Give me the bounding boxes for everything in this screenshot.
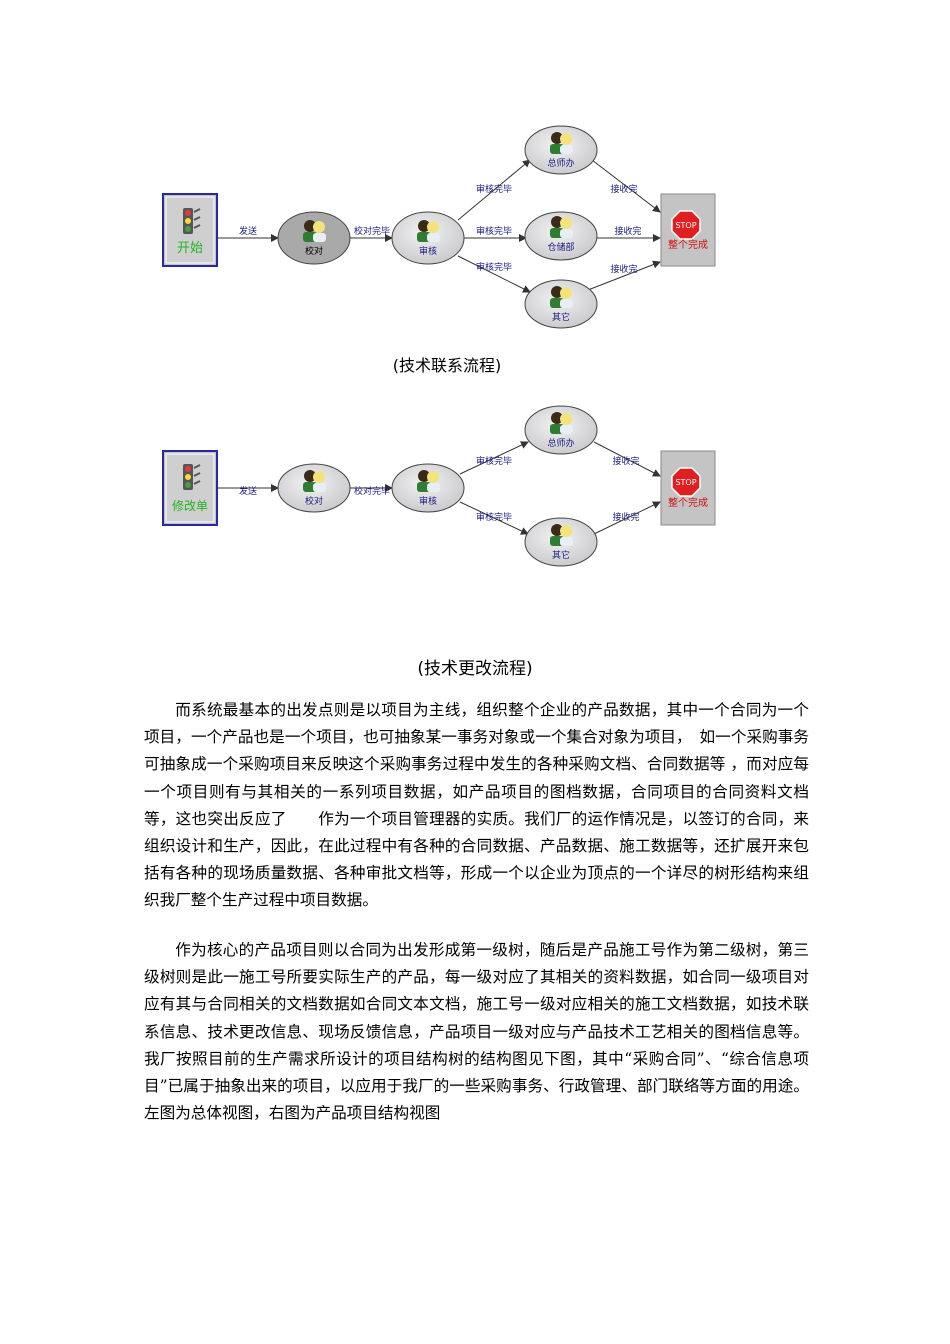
edge-label: 审核完毕 xyxy=(476,455,512,467)
edge-review-to-other xyxy=(457,255,531,293)
end-label: 整个完成 xyxy=(668,496,708,509)
node-chief-office: 总师办 xyxy=(524,125,598,175)
start-label: 开始 xyxy=(177,241,203,256)
caption-tech-change: (技术更改流程) xyxy=(417,659,533,679)
edge-review-to-other xyxy=(459,501,529,535)
node-label: 仓储部 xyxy=(547,241,574,253)
node-label: 总师办 xyxy=(547,437,574,449)
node-review: 审核 xyxy=(391,211,465,265)
edge-other-to-end xyxy=(587,260,661,291)
node-proofread: 校对 xyxy=(277,211,351,265)
edge-label: 发送 xyxy=(239,225,257,237)
node-label: 其它 xyxy=(552,549,570,561)
edge-label: 接收完 xyxy=(614,225,641,237)
start-node: 开始 xyxy=(162,193,218,267)
edge-label: 审核完毕 xyxy=(476,261,512,273)
tech-change-flow-diagram: 发送 校对完毕 审核完毕 审核完毕 接收完 接收完 修改单 校对 审 xyxy=(0,390,950,570)
node-label: 校对 xyxy=(305,245,323,257)
edge-other-to-end xyxy=(593,501,661,535)
edge-review-to-chief xyxy=(457,159,531,221)
caption-tech-contact: (技术联系流程) xyxy=(392,356,502,375)
node-label: 审核 xyxy=(419,495,437,507)
end-label: 整个完成 xyxy=(668,238,708,251)
edge-chief-to-end xyxy=(593,441,661,477)
start-node: 修改单 xyxy=(162,450,218,526)
body-paragraph-1: 而系统最基本的出发点则是以项目为主线，组织整个企业的产品数据，其中一个合同为一个… xyxy=(144,697,809,915)
stop-sign-icon xyxy=(671,467,701,497)
end-node: STOP 整个完成 xyxy=(660,193,716,267)
stop-sign-text: STOP xyxy=(675,478,696,487)
body-paragraph-2: 作为核心的产品项目则以合同为出发形成第一级树，随后是产品施工号作为第二级树，第三… xyxy=(144,937,809,1127)
start-label: 修改单 xyxy=(172,498,208,513)
stop-sign-text: STOP xyxy=(675,221,696,230)
node-other: 其它 xyxy=(524,279,598,329)
paragraph-text: 而系统最基本的出发点则是以项目为主线，组织整个企业的产品数据，其中一个合同为一个… xyxy=(144,701,809,910)
edge-chief-to-end xyxy=(591,159,661,213)
edge-label: 审核完毕 xyxy=(476,225,512,237)
node-storage: 仓储部 xyxy=(524,211,598,261)
end-node: STOP 整个完成 xyxy=(660,450,716,526)
node-review: 审核 xyxy=(391,463,465,513)
node-label: 其它 xyxy=(552,311,570,323)
paragraph-text: 作为核心的产品项目则以合同为出发形成第一级树，随后是产品施工号作为第二级树，第三… xyxy=(144,941,809,1123)
node-other: 其它 xyxy=(524,517,598,567)
edge-label: 校对完毕 xyxy=(354,225,390,237)
edge-label: 接收完 xyxy=(612,455,639,467)
tech-contact-flow-diagram: 发送 校对完毕 审核完毕 审核完毕 审核完毕 接收完 接收完 接收完 开始 校对 xyxy=(0,120,950,340)
edge-label: 接收完 xyxy=(610,263,637,275)
edge-label: 接收完 xyxy=(612,511,639,523)
edge-label: 审核完毕 xyxy=(476,511,512,523)
edge-review-to-chief xyxy=(459,441,529,475)
edge-label: 接收完 xyxy=(610,183,637,195)
edge-label: 校对完毕 xyxy=(354,485,390,497)
node-chief-office: 总师办 xyxy=(524,405,598,455)
node-label: 审核 xyxy=(419,245,437,257)
edge-label: 发送 xyxy=(239,485,257,497)
node-label: 总师办 xyxy=(547,157,574,169)
edge-label: 审核完毕 xyxy=(476,183,512,195)
stop-sign-icon xyxy=(671,210,701,240)
traffic-light-icon xyxy=(183,208,201,234)
traffic-light-icon xyxy=(183,464,201,490)
node-label: 校对 xyxy=(305,495,323,507)
node-proofread: 校对 xyxy=(277,463,351,513)
